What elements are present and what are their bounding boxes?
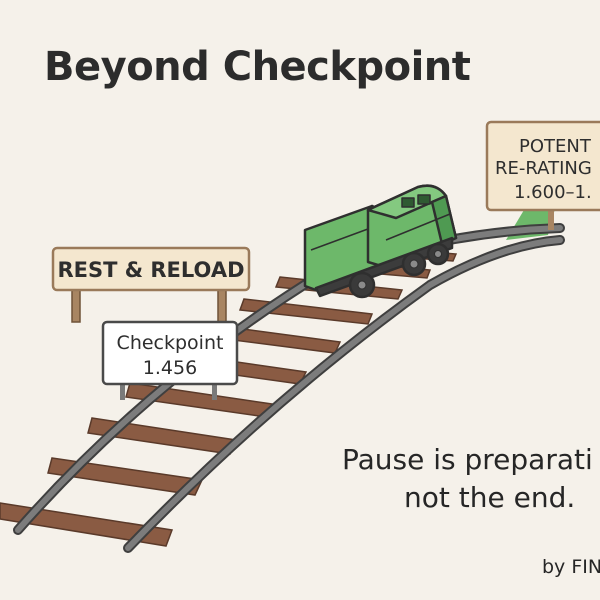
rails <box>13 223 565 553</box>
sign-board <box>485 120 600 212</box>
train-window <box>417 194 431 205</box>
potential-line-1: POTENT <box>519 136 592 157</box>
sign-board <box>101 320 239 386</box>
train-wheel-hub <box>357 280 367 290</box>
left-rail-top <box>15 225 563 533</box>
tagline-line-2: not the end. <box>404 481 576 514</box>
sign-post <box>548 208 554 230</box>
byline: by FIN <box>542 556 600 578</box>
rest-reload-sign: REST & RELOAD <box>51 246 251 323</box>
train-window <box>401 197 415 208</box>
sign-post-right <box>217 285 227 323</box>
checkpoint-value: 1.456 <box>143 357 197 379</box>
potential-rerating-sign: POTENT RE-RATING 1.600–1. <box>485 120 600 230</box>
train-wheel-hub <box>434 250 442 258</box>
railroad-tie <box>47 457 204 496</box>
train-wheel-hub <box>409 259 419 269</box>
page-title: Beyond Checkpoint <box>44 44 471 90</box>
rest-reload-label: REST & RELOAD <box>57 258 244 282</box>
rear-car-stripe <box>310 225 377 251</box>
potential-line-2: RE-RATING <box>495 158 592 179</box>
sign-post-left <box>71 285 81 323</box>
sign-board <box>51 246 251 292</box>
potential-line-3: 1.600–1. <box>514 182 592 203</box>
front-car-stripe <box>385 213 451 241</box>
checkpoint-sign: Checkpoint 1.456 <box>101 320 239 400</box>
tagline: Pause is preparati not the end. <box>342 441 600 517</box>
tagline-line-1: Pause is preparati <box>342 443 593 476</box>
sign-post-left <box>120 382 125 400</box>
checkpoint-label: Checkpoint <box>117 332 224 354</box>
green-train <box>303 184 458 299</box>
sign-post-right <box>212 382 217 400</box>
railroad-tie <box>0 502 174 547</box>
right-rail-top <box>125 237 563 551</box>
